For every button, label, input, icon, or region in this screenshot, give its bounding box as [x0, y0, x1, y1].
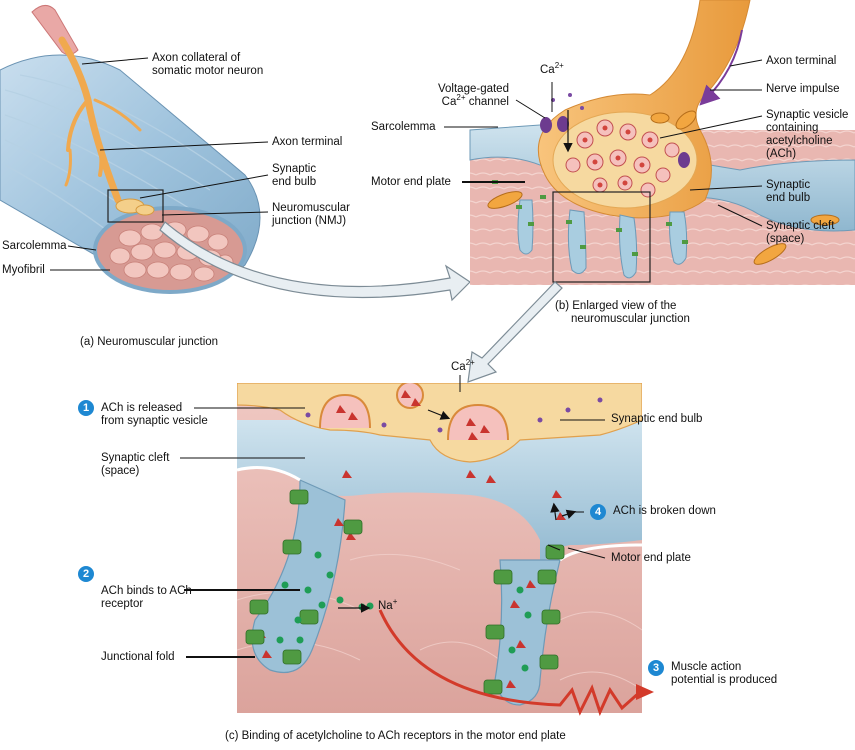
- label-synaptic-vesicle: Synaptic vesicle containing acetylcholin…: [766, 109, 849, 160]
- label-axon-collateral: Axon collateral of somatic motor neuron: [152, 52, 264, 77]
- vg-ca: Ca: [441, 96, 457, 108]
- label-motor-end-plate-c: Motor end plate: [611, 552, 691, 564]
- label-sarcolemma-b: Sarcolemma: [371, 121, 436, 133]
- zoom-arrow-b-to-c: [467, 281, 563, 383]
- label-synaptic-end-bulb-a: Synaptic end bulb: [272, 163, 317, 188]
- caption-panel-b: (b) Enlarged view of the neuromuscular j…: [555, 300, 690, 325]
- axon-collateral: [58, 36, 142, 204]
- label-motor-end-plate-b: Motor end plate: [371, 176, 451, 188]
- label-ach-broken-down: ACh is broken down: [613, 505, 716, 517]
- nerve-impulse-arrow: [699, 29, 743, 106]
- label-junctional-fold: Junctional fold: [101, 651, 175, 663]
- vg-line1: Voltage-gated: [438, 83, 509, 95]
- na-sup: +: [392, 597, 398, 607]
- label-synaptic-cleft-b: Synaptic cleft (space): [766, 220, 835, 245]
- vg-rest: channel: [465, 96, 509, 108]
- caption-panel-c: (c) Binding of acetylcholine to ACh rece…: [225, 730, 566, 742]
- panel-c-art: [180, 375, 654, 717]
- label-synaptic-cleft-c: Synaptic cleft (space): [101, 452, 170, 477]
- panel-a-art: [0, 5, 471, 302]
- panel-b-art: [444, 0, 855, 383]
- label-synaptic-end-bulb-b: Synaptic end bulb: [766, 179, 811, 204]
- ca-c-sup: 2+: [465, 358, 475, 368]
- na-text: Na: [378, 600, 393, 612]
- muscle-action-potential: [378, 609, 641, 717]
- label-na: Na+: [378, 597, 398, 613]
- step-badge-1: 1: [78, 400, 94, 416]
- label-ca-b: Ca2+: [540, 61, 564, 77]
- label-muscle-action-potential: Muscle action potential is produced: [671, 661, 778, 686]
- panel-b-zoom-box: [552, 191, 651, 283]
- step-badge-4: 4: [590, 504, 606, 520]
- nmj-highlight-box: [107, 189, 164, 223]
- label-myofibril: Myofibril: [2, 264, 45, 276]
- caption-panel-a: (a) Neuromuscular junction: [80, 336, 219, 348]
- label-synaptic-end-bulb-c: Synaptic end bulb: [611, 413, 703, 425]
- label-sarcolemma-a: Sarcolemma: [2, 240, 67, 252]
- label-ca-c: Ca2+: [451, 358, 475, 374]
- junctional-fold-left: [251, 479, 346, 674]
- label-nerve-impulse: Nerve impulse: [766, 83, 840, 95]
- synaptic-cleft-c: [237, 420, 642, 570]
- ca-b-text: Ca: [540, 64, 555, 76]
- ca-c-text: Ca: [451, 361, 466, 373]
- label-axon-terminal-b: Axon terminal: [766, 55, 837, 67]
- zoom-arrow-a-to-b: [159, 221, 471, 302]
- label-ach-released: ACh is released from synaptic vesicle: [101, 402, 208, 427]
- label-axon-terminal-a: Axon terminal: [272, 136, 343, 148]
- step-badge-3: 3: [648, 660, 664, 676]
- ca-b-sup: 2+: [554, 61, 564, 71]
- label-nmj: Neuromuscular junction (NMJ): [272, 202, 350, 227]
- label-ach-binds: ACh binds to ACh receptor: [101, 585, 192, 610]
- vg-sup: 2+: [456, 93, 466, 103]
- step-badge-2: 2: [78, 566, 94, 582]
